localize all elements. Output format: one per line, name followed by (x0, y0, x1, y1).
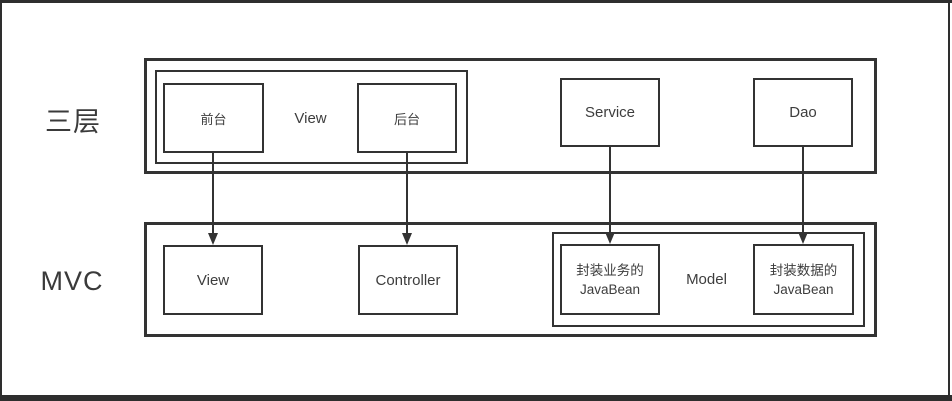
frame-right-border (948, 0, 950, 401)
node-data-javabean: 封装数据的 JavaBean (753, 244, 854, 315)
frame-top-border (0, 0, 952, 3)
arrow-head-icon (402, 233, 412, 245)
row-label-mvc: MVC (40, 266, 104, 296)
business-javabean-line2: JavaBean (579, 281, 641, 297)
node-service: Service (560, 78, 660, 147)
arrow-line (609, 147, 611, 232)
node-controller: Controller (358, 245, 458, 315)
data-javabean-line2: JavaBean (773, 281, 834, 297)
frame-bottom-border (0, 395, 952, 401)
node-dao: Dao (753, 78, 853, 147)
arrow-line (212, 153, 214, 234)
business-javabean-line1: 封装业务的 (576, 262, 644, 278)
model-group-label: Model (686, 271, 727, 288)
data-javabean-line1: 封装数据的 (769, 262, 838, 278)
node-business-javabean: 封装业务的 JavaBean (560, 244, 660, 315)
view-tier-group-label: View (294, 109, 327, 127)
node-view: View (163, 245, 263, 315)
arrow-head-icon (208, 233, 218, 245)
row-label-three-tier: 三层 (45, 107, 101, 137)
arrow-line (406, 153, 408, 234)
arrow-line (802, 147, 804, 232)
frame-left-border (0, 0, 2, 401)
arrow-head-icon (605, 232, 615, 244)
arrow-head-icon (798, 232, 808, 244)
node-qiantai: 前台 (163, 83, 264, 153)
node-houtai: 后台 (357, 83, 457, 153)
